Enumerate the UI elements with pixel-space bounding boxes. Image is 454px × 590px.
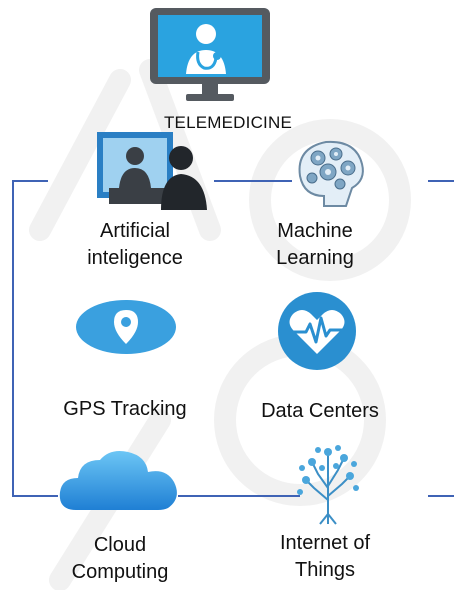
diagram-title: TELEMEDICINE xyxy=(163,113,293,132)
node-label-ml-line2: Learning xyxy=(276,247,354,269)
left-bracket-line xyxy=(12,180,58,497)
heartbeat-icon xyxy=(278,292,356,370)
location-pin-icon xyxy=(76,300,176,354)
node-label-ml-line1: Machine xyxy=(277,220,353,242)
node-label-cloud-line1: Cloud xyxy=(93,534,147,556)
node-label-ml: Machine Learning xyxy=(255,218,375,272)
node-label-cloud-line2: Computing xyxy=(71,561,169,583)
node-label-ai-line1: Artificial xyxy=(99,220,170,242)
node-label-iot-line1: Internet of xyxy=(279,532,371,554)
node-label-gps-line1: GPS Tracking xyxy=(63,398,187,420)
node-label-iot: Internet of Things xyxy=(255,530,395,584)
brain-gears-icon xyxy=(298,140,364,207)
node-label-cloud: Cloud Computing xyxy=(45,532,195,586)
node-label-dc: Data Centers xyxy=(245,398,395,425)
node-label-dc-line1: Data Centers xyxy=(261,400,379,422)
circuit-tree-icon xyxy=(297,445,359,525)
node-label-ai-line2: inteligence xyxy=(87,247,183,269)
video-consultation-icon xyxy=(97,132,207,210)
node-label-iot-line2: Things xyxy=(294,559,356,581)
cloud-icon xyxy=(59,451,177,510)
node-label-ai: Artificial inteligence xyxy=(60,218,210,272)
telemedicine-monitor-icon xyxy=(150,8,270,101)
node-label-gps: GPS Tracking xyxy=(40,396,210,423)
